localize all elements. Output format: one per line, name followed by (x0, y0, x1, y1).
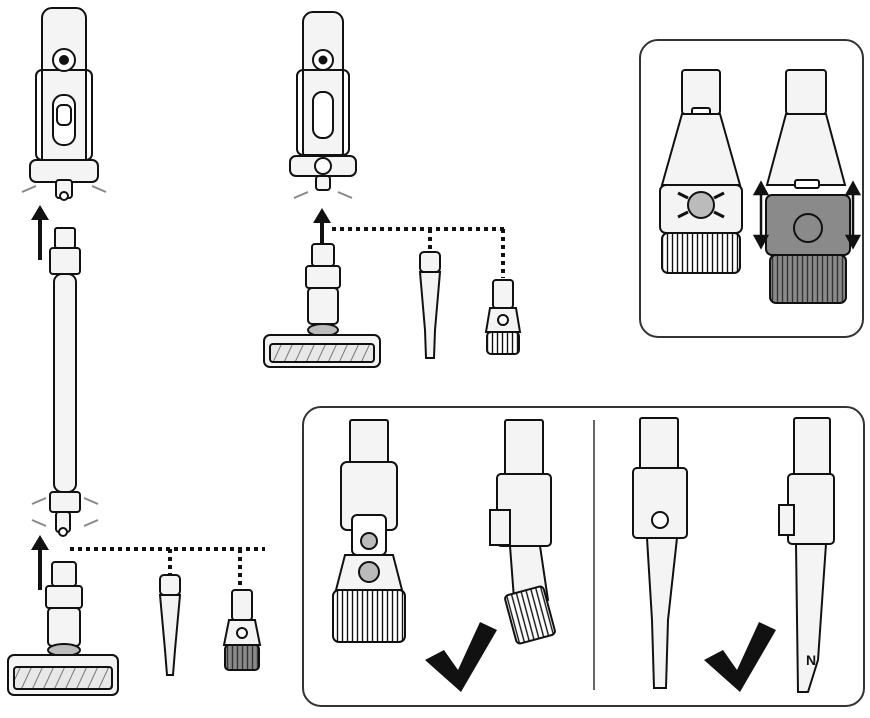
arrow-up-icon (31, 205, 49, 260)
click-flash-icon (21, 185, 107, 193)
handheld-unit-middle (289, 11, 357, 191)
check-mark-icon (704, 622, 776, 692)
brush-tool-middle (484, 279, 522, 355)
wand-with-brush-side (489, 419, 556, 645)
crevice-tool-middle (418, 251, 442, 359)
floor-head-left (7, 561, 119, 696)
double-arrow-vertical-icon (752, 180, 862, 250)
floor-head-middle (263, 243, 381, 368)
handheld-unit-left (29, 7, 99, 201)
brush-tool-closeup-dark (765, 69, 851, 304)
click-flash-icon (677, 191, 725, 219)
wand-with-brush-front (332, 419, 406, 643)
click-flash-icon (31, 497, 99, 527)
fitting-check-panel (302, 406, 865, 707)
arrow-up-icon (31, 535, 49, 590)
brush-tool-closeup-light (659, 69, 743, 274)
brush-tool-left (222, 589, 262, 671)
svg-text:N: N (806, 652, 816, 668)
wand-with-crevice-front (632, 417, 688, 689)
crevice-tool-left (158, 574, 182, 676)
click-flash-icon (293, 191, 353, 199)
wand-with-crevice-side: N (778, 417, 835, 693)
check-mark-icon (425, 622, 497, 692)
extension-wand (49, 227, 81, 537)
